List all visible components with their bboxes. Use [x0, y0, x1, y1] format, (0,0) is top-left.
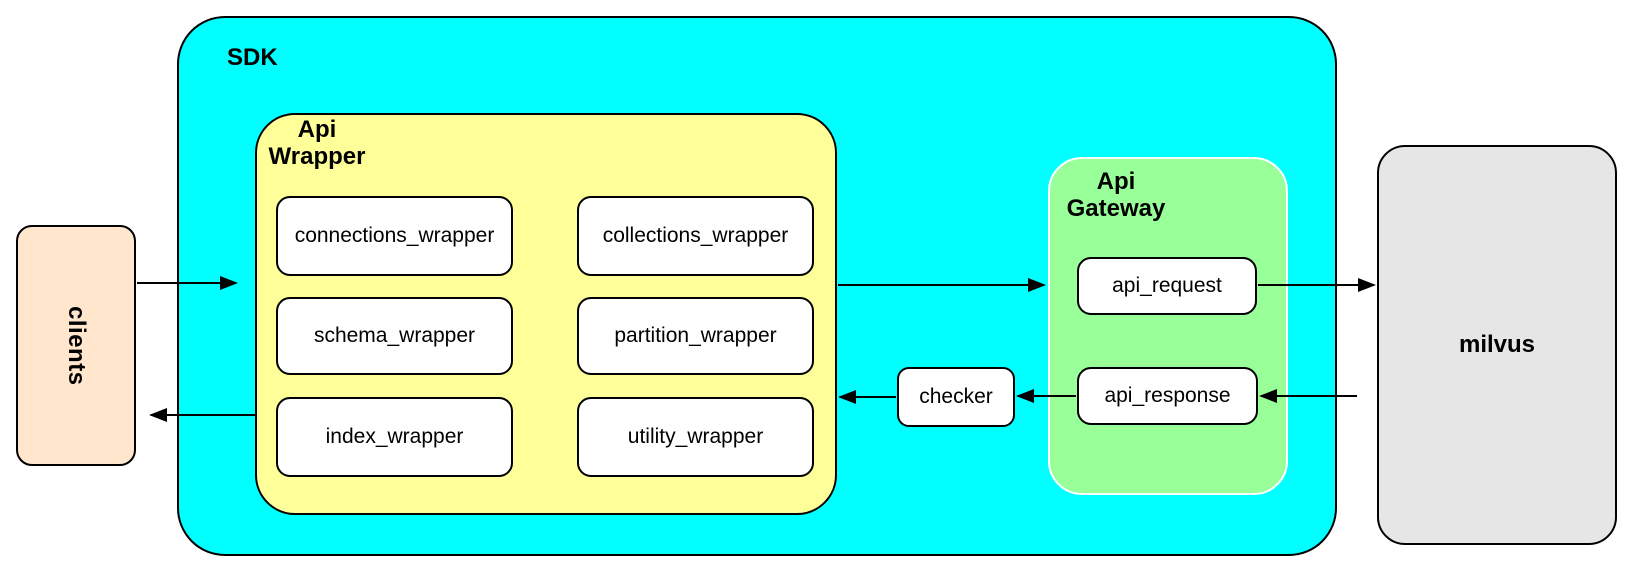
api-wrapper-label: Api Wrapper — [268, 116, 366, 170]
connections-wrapper-box: connections_wrapper — [276, 196, 513, 276]
api-gateway-label: Api Gateway — [1066, 168, 1166, 222]
milvus-node: milvus — [1377, 145, 1617, 545]
collections-wrapper-box: collections_wrapper — [577, 196, 814, 276]
checker-box: checker — [897, 367, 1015, 427]
api-request-box: api_request — [1077, 257, 1257, 315]
index-wrapper-box: index_wrapper — [276, 397, 513, 477]
partition-wrapper-box: partition_wrapper — [577, 297, 814, 375]
api-gateway-container — [1048, 157, 1288, 495]
schema-wrapper-box: schema_wrapper — [276, 297, 513, 375]
clients-node: clients — [16, 225, 136, 466]
api-response-box: api_response — [1077, 367, 1258, 425]
clients-label: clients — [63, 305, 90, 386]
sdk-label: SDK — [227, 44, 278, 71]
utility-wrapper-box: utility_wrapper — [577, 397, 814, 477]
milvus-label: milvus — [1458, 331, 1536, 358]
